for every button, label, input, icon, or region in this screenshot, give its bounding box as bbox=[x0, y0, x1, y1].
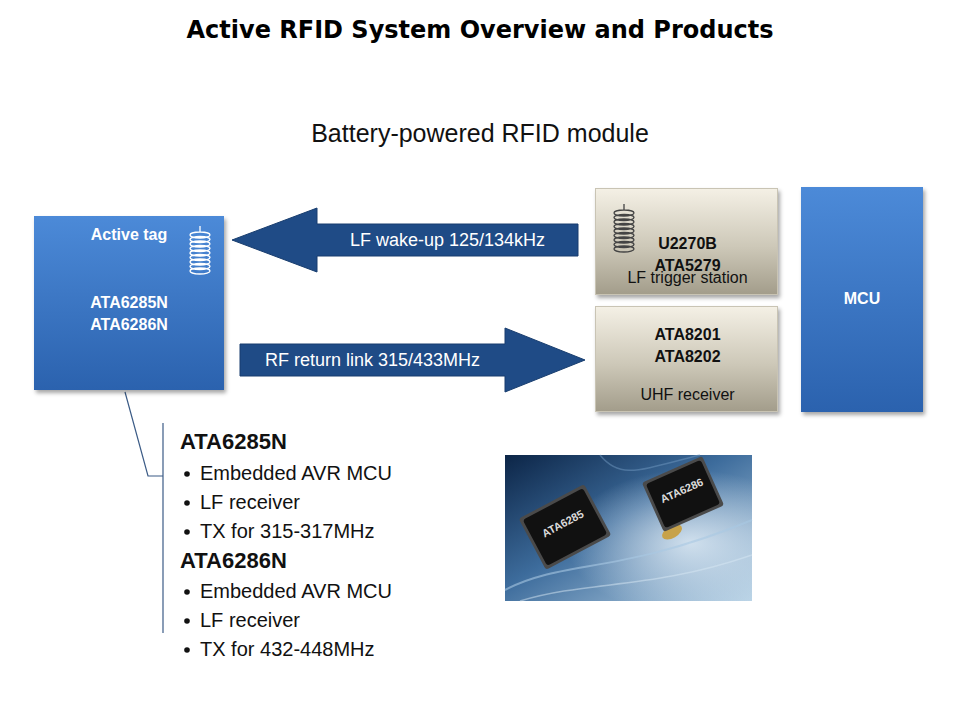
feature-item: TX for 315-317MHz bbox=[200, 519, 375, 543]
chip-marking: ATA6285 bbox=[540, 508, 586, 541]
box-heading: MCU bbox=[807, 288, 917, 310]
active-tag-box: Active tagATA6285N ATA6286N bbox=[34, 216, 224, 390]
coil-antenna bbox=[190, 226, 210, 274]
photo-ground bbox=[505, 455, 752, 601]
feature-item: Embedded AVR MCU bbox=[200, 579, 392, 603]
bullet-dot bbox=[184, 500, 190, 506]
box-text: ATA6285N ATA6286N bbox=[73, 292, 185, 336]
block-arrow bbox=[232, 208, 578, 272]
product-name: ATA6286N bbox=[180, 548, 287, 574]
trigger-station-box: U2270B ATA5279LF trigger station bbox=[595, 188, 778, 295]
coil-antenna-icon bbox=[188, 226, 212, 276]
receiver-box: ATA8201 ATA8202UHF receiver bbox=[595, 306, 778, 412]
feature-item: Embedded AVR MCU bbox=[200, 461, 392, 485]
photo-glow bbox=[505, 455, 752, 601]
chip-ata6286 bbox=[642, 456, 724, 532]
box-heading: Active tag bbox=[54, 224, 204, 246]
arrow-label: LF wake-up 125/134kHz bbox=[350, 229, 545, 251]
slide-title: Active RFID System Overview and Products bbox=[186, 16, 773, 45]
leader-bracket bbox=[125, 392, 163, 633]
bullet-dot bbox=[184, 529, 190, 535]
feature-item: LF receiver bbox=[200, 490, 300, 514]
box-text: LF trigger station bbox=[603, 267, 773, 289]
bullet-dot bbox=[184, 589, 190, 595]
product-name: ATA6285N bbox=[180, 429, 287, 455]
box-heading: ATA8201 ATA8202 bbox=[633, 324, 743, 368]
block-arrow bbox=[240, 328, 585, 392]
box-text: UHF receiver bbox=[603, 384, 773, 406]
chip-body bbox=[523, 488, 607, 566]
leader-line bbox=[125, 392, 163, 476]
arrow-label: RF return link 315/433MHz bbox=[265, 349, 480, 371]
chip-marking: ATA6286 bbox=[659, 476, 706, 507]
coil-antenna bbox=[614, 204, 634, 252]
subtitle: Battery-powered RFID module bbox=[311, 118, 649, 148]
bullet-dot bbox=[184, 647, 190, 653]
chip-ata6285 bbox=[519, 484, 612, 570]
bullet-dot bbox=[184, 618, 190, 624]
chip-body bbox=[646, 460, 720, 528]
chip-photo bbox=[505, 455, 752, 601]
bracket-line bbox=[162, 423, 163, 633]
coil-antenna-icon bbox=[612, 204, 636, 254]
chip-pins bbox=[519, 484, 612, 570]
feature-item: TX for 432-448MHz bbox=[200, 637, 375, 661]
chip-pins bbox=[642, 456, 724, 532]
mcu-box: MCU bbox=[801, 187, 923, 412]
bullet-dot bbox=[184, 471, 190, 477]
feature-item: LF receiver bbox=[200, 608, 300, 632]
